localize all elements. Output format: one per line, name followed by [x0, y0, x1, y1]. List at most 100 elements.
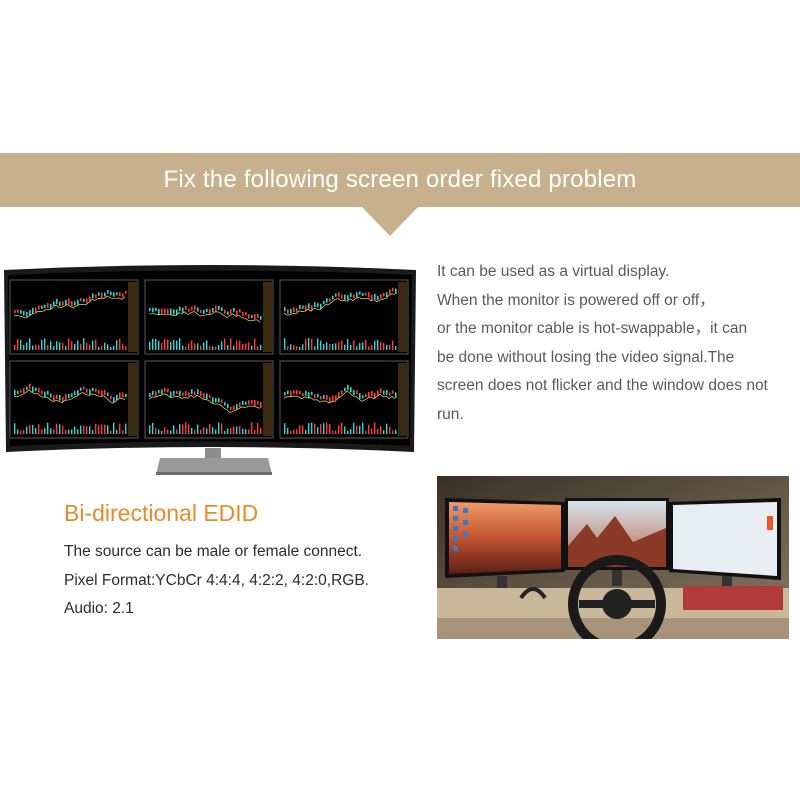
volume-mark — [173, 425, 175, 434]
candle-mark — [119, 392, 121, 398]
candle-mark — [200, 390, 202, 397]
volume-mark — [179, 424, 181, 434]
candle-mark — [155, 307, 157, 312]
banner-pointer — [362, 207, 418, 236]
candle-mark — [380, 293, 382, 299]
volume-mark — [155, 427, 157, 434]
candle-mark — [308, 392, 310, 399]
volume-mark — [353, 422, 355, 434]
candle-mark — [350, 387, 352, 393]
volume-mark — [89, 344, 91, 350]
volume-mark — [230, 428, 232, 434]
candle-mark — [197, 307, 199, 312]
candle-mark — [293, 307, 295, 313]
volume-mark — [23, 429, 25, 434]
candle-mark — [320, 396, 322, 400]
candle-mark — [254, 399, 256, 406]
volume-mark — [257, 423, 259, 434]
candle-mark — [50, 393, 52, 398]
volume-mark — [209, 423, 211, 434]
volume-mark — [200, 429, 202, 434]
volume-mark — [377, 339, 379, 350]
candle-mark — [215, 398, 217, 403]
volume-mark — [356, 425, 358, 434]
candle-mark — [299, 304, 301, 310]
volume-mark — [26, 426, 28, 434]
volume-mark — [86, 426, 88, 434]
volume-mark — [92, 340, 94, 350]
candle-mark — [92, 293, 94, 299]
candle-mark — [95, 388, 97, 393]
candle-mark — [26, 312, 28, 317]
title-banner: Fix the following screen order fixed pro… — [0, 153, 800, 207]
volume-mark — [320, 424, 322, 434]
candle-mark — [71, 393, 73, 397]
volume-mark — [149, 341, 151, 350]
volume-mark — [71, 429, 73, 434]
volume-mark — [206, 340, 208, 350]
volume-mark — [65, 429, 67, 434]
volume-mark — [212, 346, 214, 350]
candle-mark — [191, 389, 193, 395]
volume-mark — [308, 338, 310, 350]
volume-mark — [392, 430, 394, 434]
volume-mark — [77, 429, 79, 434]
volume-mark — [338, 425, 340, 434]
volume-mark — [329, 343, 331, 350]
candle-mark — [392, 287, 394, 292]
candle-mark — [170, 308, 172, 315]
volume-mark — [245, 429, 247, 434]
volume-mark — [107, 344, 109, 350]
volume-mark — [83, 425, 85, 434]
candle-mark — [188, 308, 190, 312]
volume-mark — [389, 344, 391, 350]
volume-mark — [383, 342, 385, 350]
volume-mark — [89, 426, 91, 434]
edid-heading: Bi-directional EDID — [64, 500, 259, 526]
candle-mark — [365, 292, 367, 296]
candle-mark — [290, 390, 292, 397]
volume-mark — [14, 423, 16, 434]
volume-mark — [92, 429, 94, 434]
candle-mark — [59, 301, 61, 306]
volume-mark — [119, 423, 121, 434]
volume-mark — [170, 430, 172, 434]
volume-mark — [341, 340, 343, 350]
candle-mark — [236, 310, 238, 316]
candle-mark — [320, 303, 322, 309]
volume-mark — [29, 424, 31, 434]
volume-mark — [341, 422, 343, 434]
candle-mark — [206, 308, 208, 312]
candle-mark — [317, 303, 319, 308]
volume-mark — [302, 425, 304, 434]
volume-mark — [101, 345, 103, 350]
candle-mark — [104, 389, 106, 395]
volume-mark — [221, 341, 223, 350]
candle-mark — [77, 390, 79, 396]
candle-mark — [176, 390, 178, 395]
volume-mark — [245, 343, 247, 350]
volume-mark — [47, 422, 49, 434]
candle-mark — [149, 393, 151, 397]
candle-mark — [32, 307, 34, 314]
volume-mark — [191, 340, 193, 350]
candle-mark — [341, 390, 343, 395]
spec-line: Audio: 2.1 — [64, 600, 134, 617]
volume-mark — [368, 346, 370, 350]
volume-mark — [167, 339, 169, 350]
volume-mark — [215, 429, 217, 434]
volume-mark — [62, 425, 64, 434]
volume-mark — [20, 430, 22, 434]
candle-mark — [326, 394, 328, 400]
candle-mark — [323, 300, 325, 305]
volume-mark — [20, 339, 22, 350]
volume-mark — [317, 338, 319, 350]
price-scale — [263, 282, 272, 352]
candle-mark — [224, 402, 226, 406]
volume-mark — [200, 345, 202, 350]
candle-mark — [377, 295, 379, 301]
candle-mark — [113, 292, 115, 297]
volume-mark — [209, 346, 211, 350]
price-scale — [128, 363, 137, 436]
candle-mark — [209, 308, 211, 315]
